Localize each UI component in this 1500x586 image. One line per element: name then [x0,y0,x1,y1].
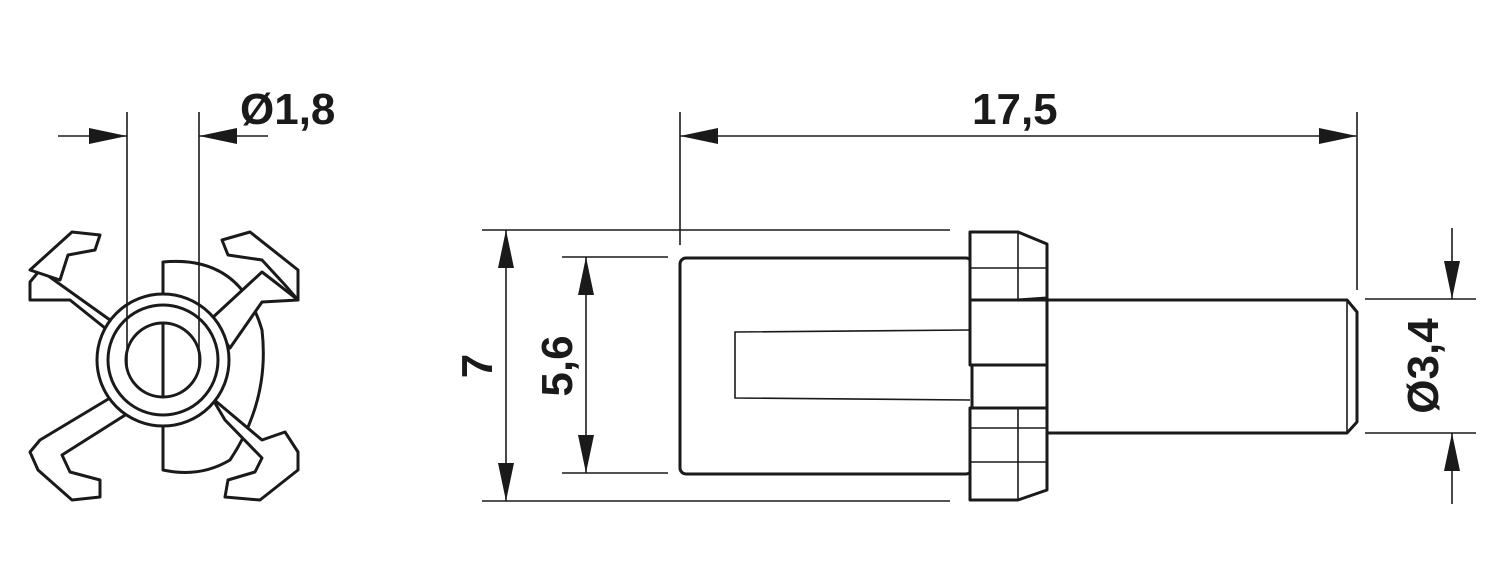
shaft-diameter-dimension [1365,228,1476,504]
outer-height-dimension [482,229,950,502]
side-view-shaft [1045,298,1359,435]
pin-diameter-label: Ø1,8 [240,85,335,134]
inner-height-label: 5,6 [533,335,582,396]
outer-height-label: 7 [453,354,502,378]
end-view: Ø1,8 [28,85,335,502]
end-view-arms [28,230,300,502]
side-view: 17,5 7 5,6 Ø3,4 [453,85,1476,504]
overall-length-dimension [679,112,1358,290]
side-view-body [678,256,974,476]
inner-height-dimension [562,256,668,474]
pin-diameter-dimension [58,112,268,370]
shaft-diameter-label: Ø3,4 [1399,318,1448,414]
overall-length-label: 17,5 [972,85,1058,134]
side-view-flange [968,230,1049,502]
end-view-inner-ring [106,303,220,417]
side-view-slot [734,329,971,401]
